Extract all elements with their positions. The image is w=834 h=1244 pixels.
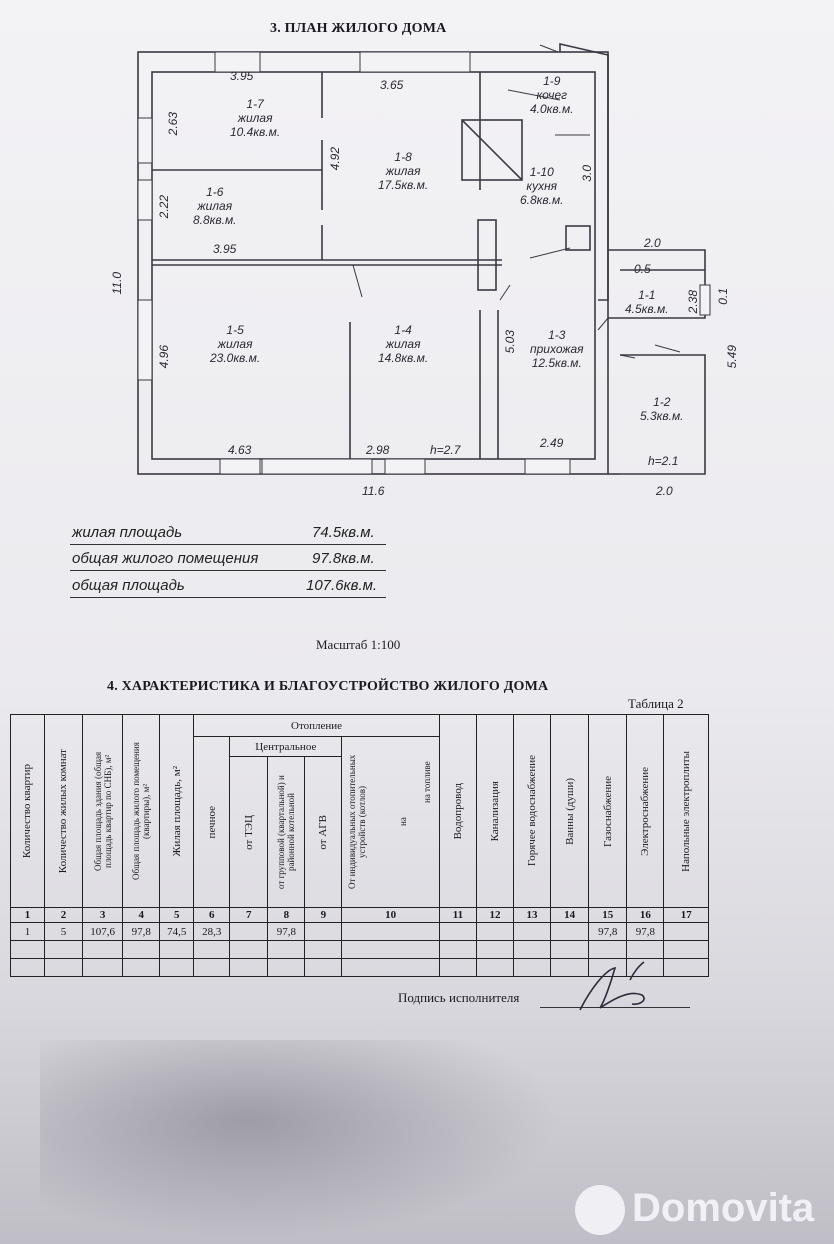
summary-line-2 [70, 570, 386, 571]
characteristics-table: Количество квартир Количество жилых комн… [10, 714, 709, 977]
hdr-sewage: Канализация [475, 714, 515, 908]
dim-4-96: 4.96 [157, 345, 171, 369]
hdr-gas: Газоснабжение [588, 714, 628, 908]
chimney-block [477, 219, 497, 291]
signature-scribble [579, 961, 645, 1011]
hdr-total-building: Общая площадь здания (общая площадь квар… [82, 714, 124, 908]
plan-title: 3. ПЛАН ЖИЛОГО ДОМА [270, 21, 447, 36]
summary-dwelling-value: 97.8кв.м. [312, 550, 375, 567]
scale-label: Масштаб 1:100 [316, 637, 401, 652]
summary-living-label: жилая площадь [72, 524, 183, 541]
hdr-electricity: Электроснабжение [626, 714, 665, 908]
hdr-central: Центральное [229, 736, 343, 757]
dim-2-63: 2.63 [166, 112, 180, 136]
dim-0-5: 0.5 [634, 262, 651, 276]
hdr-hot-water: Горячее водоснабжение [513, 714, 552, 908]
hdr-total-dwelling: Общая площадь жилого помещения (квартиры… [122, 714, 161, 908]
summary-total-label: общая площадь [72, 577, 185, 594]
signature-label: Подпись исполнителя [398, 990, 520, 1005]
dim-3-0: 3.0 [580, 165, 594, 182]
dim-3-95-mid: 3.95 [213, 242, 237, 256]
hdr-apartments: Количество квартир [10, 714, 45, 908]
hdr-baths: Ванны (души) [550, 714, 590, 908]
dim-2-22: 2.22 [157, 195, 171, 219]
dim-2-0-bottom: 2.0 [656, 484, 673, 498]
hdr-heating: Отопление [193, 714, 440, 737]
hdr-electric-stoves: Напольные электроплиты [663, 714, 709, 908]
watermark-logo-icon [575, 1185, 625, 1235]
hdr-living-area: Жилая площадь, м² [159, 714, 195, 908]
height-2-1: h=2.1 [648, 454, 679, 468]
signature-line [540, 1007, 690, 1008]
dim-2-49: 2.49 [540, 436, 564, 450]
summary-dwelling-label: общая жилого помещения [72, 550, 259, 567]
table-row [10, 940, 709, 959]
boiler-block [565, 225, 591, 251]
dim-2-38: 2.38 [686, 290, 700, 314]
hdr-from-tec: от ТЭЦ [229, 756, 269, 908]
hdr-rooms: Количество жилых комнат [43, 714, 84, 908]
floor-plan [137, 42, 711, 475]
dim-3-65: 3.65 [380, 78, 404, 92]
photo-shadow [40, 1040, 560, 1240]
hdr-water: Водопровод [438, 714, 477, 908]
table-caption: Таблица 2 [628, 696, 684, 711]
table-row [10, 958, 709, 977]
dim-3-95-top: 3.95 [230, 69, 254, 83]
hdr-stove-heating: печное [193, 736, 231, 908]
dim-4-92: 4.92 [328, 147, 342, 171]
section4-title: 4. ХАРАКТЕРИСТИКА И БЛАГОУСТРОЙСТВО ЖИЛО… [107, 679, 549, 694]
dim-5-03: 5.03 [503, 330, 517, 354]
stove [461, 119, 523, 181]
summary-total-value: 107.6кв.м. [306, 577, 378, 594]
top-right-wall [559, 42, 609, 301]
dim-2-0-top: 2.0 [644, 236, 661, 250]
summary-living-value: 74.5кв.м. [312, 524, 375, 541]
dim-11-0: 11.0 [110, 272, 124, 295]
dim-2-98: 2.98 [366, 443, 390, 457]
hdr-individual: От индивидуальных отопительных устройств… [341, 736, 440, 908]
dim-0-1: 0.1 [716, 288, 730, 305]
dim-4-63: 4.63 [228, 443, 252, 457]
summary-line-1 [70, 544, 386, 545]
hdr-from-boiler: от групповой (квартальной) и районной ко… [267, 756, 306, 908]
watermark-text: Domovita [632, 1186, 815, 1230]
summary-line-3 [70, 597, 386, 598]
hdr-from-agv: от АГВ [304, 756, 343, 908]
height-2-7: h=2.7 [430, 443, 461, 457]
dim-11-6: 11.6 [362, 484, 385, 498]
dim-5-49: 5.49 [725, 345, 739, 369]
